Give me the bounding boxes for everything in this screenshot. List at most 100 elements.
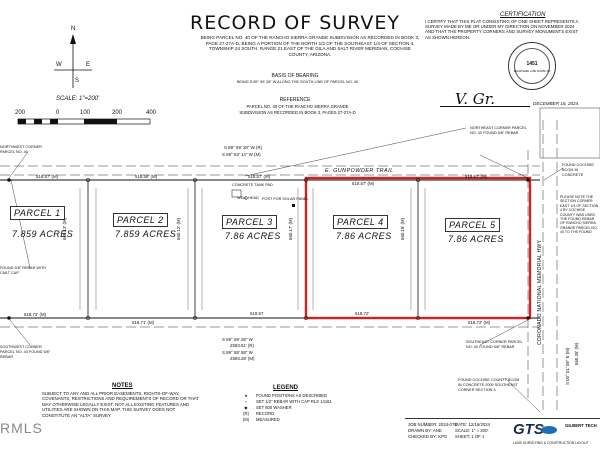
legend-list: ● FOUND POSITIONS AS DESCRIBED ○ SET 1/2… [240, 393, 380, 422]
certification-title: CERTIFICATION [500, 12, 546, 18]
checked-by: CHECKED BY: KPG [408, 434, 448, 439]
scale-label: SCALE: 1"=200' [56, 96, 100, 102]
sheet: SHEET: 1 OF 1 [455, 434, 485, 439]
vertical-dim-4: 660.18' (M) [400, 217, 405, 240]
reference-title: REFERENCE [279, 97, 311, 103]
reference-line-1: Parcel No. 40 of the Rancho Sierra Grand… [246, 104, 349, 109]
scale-tick-1: 0 [56, 110, 60, 116]
seal-number: 1451 [526, 61, 538, 67]
certification-date: DECEMBER 16, 2024 [533, 101, 579, 106]
south-letter: S [75, 78, 80, 84]
bottom-bearing: S 89° 59' 28" W [222, 337, 253, 342]
callout-northeast-corner: NORTHEAST CORNER PARCEL NO. 40 FOUND 5/8… [470, 126, 527, 135]
date: DATE: 12/16/2024 [455, 422, 491, 427]
callout-found-cochise: FOUND COCHISE COUNTY BCGM IN CONCRETE 20… [458, 378, 520, 392]
survey-title: RECORD OF SURVEY [190, 12, 400, 34]
vertical-dim-3: 660.17' (M) [288, 217, 293, 240]
legend-symbol-record: (R) [243, 411, 249, 416]
company-tagline: LAND SURVEYING & CONSTRUCTION LAYOUT [513, 441, 589, 445]
notes-title: NOTES [112, 383, 133, 389]
callout-solar-post: POST FOR SOLAR PANEL [262, 197, 309, 201]
legend-item: ○ SET 1/2" REBAR WITH CAP RLS 14161 [240, 399, 380, 404]
legend-symbol-set-rebar: ○ [244, 399, 248, 404]
parcel-5-name: PARCEL 5 [445, 218, 500, 232]
legend-text: SET 1/2" REBAR WITH CAP RLS 14161 [256, 399, 332, 404]
scale: SCALE: 1" = 200' [455, 428, 489, 433]
top-segment-2: 518.56' (M) [135, 174, 158, 179]
surveyor-seal: 1451 REGISTERED LAND SURVEYOR [508, 42, 556, 90]
road-bearing-top: S 89° 59' 28" W (R) [224, 145, 263, 150]
bottom-total-2: 2593.28' (M) [230, 356, 255, 361]
legend-item: (M) MEASURED [240, 417, 380, 422]
legend-symbol-measured: (M) [242, 417, 250, 422]
parcel-1-name: PARCEL 1 [10, 206, 65, 220]
survey-subtitle: Being Parcel No. 40 of the Rancho Sierra… [200, 35, 420, 57]
highway-dim: 660.35' (M) [574, 342, 579, 365]
bottom-segment-1: 518.72' (M) [24, 312, 47, 317]
legend-text: RECORD [256, 411, 275, 416]
basis-text: Being S 89° 59' 28" W along the South li… [236, 80, 359, 84]
top-segment-5: 518.57' (M) [465, 174, 488, 179]
bottom-total: 2593.61' (R) [230, 343, 255, 348]
north-arrow: N W E S [48, 26, 98, 92]
reference-line-2: Subdivision as recorded in Book 3, Pages… [239, 110, 356, 115]
vertical-dim-2: 660.12' (M) [176, 217, 181, 240]
callout-southwest-corner: SOUTHWEST CORNER PARCEL NO. 40 FOUND 5/8… [0, 345, 51, 359]
callout-found-rebar-west: FOUND 5/8" REBAR WITH CMLT CAP [0, 266, 47, 275]
legend-symbol-washer: ◆ [244, 405, 248, 410]
callout-northwest-corner: NORTHWEST CORNER PARCEL NO. 40 [0, 145, 42, 154]
highway-bearing: S 00° 01' 08" E (M) [565, 347, 570, 385]
company-logo: GTS [513, 421, 561, 441]
highway-label: CORONADO NATIONAL MEMORIAL HWY [537, 239, 543, 345]
parcel-2-name: PARCEL 2 [113, 213, 168, 227]
callout-southeast-corner: SOUTHEAST CORNER PARCEL NO. 40 FOUND 5/8… [466, 340, 523, 349]
parcel-4-name: PARCEL 4 [333, 215, 388, 229]
title-block: JOB NUMBER: 2024-078 DATE: 12/16/2024 DR… [405, 418, 600, 451]
legend-item: ● FOUND POSITIONS AS DESCRIBED [240, 393, 380, 398]
certification-text: I certify that this plat consisting of o… [425, 19, 579, 40]
north-letter: N [71, 26, 76, 32]
north-arrow-icon [54, 34, 92, 88]
callout-right-note: PLEASE NOTE THE SECTION CORNER EAST 1/4 … [560, 195, 599, 235]
top-segment-4: 518.57' (M) [352, 181, 375, 186]
road-name: E. GUNPOWDER TRAIL [325, 168, 394, 174]
signature: V. Gr. [455, 90, 496, 108]
top-segment-1: 518.57' (M) [36, 174, 59, 179]
signature-line [440, 106, 530, 107]
legend-title: LEGEND [273, 385, 299, 391]
scale-tick-0: 200 [15, 110, 26, 116]
bottom-segment-2: 518.71' (M) [132, 320, 155, 325]
parcel-5-acres: 7.86 ACRES [448, 234, 504, 244]
legend-symbol-found: ● [244, 393, 248, 398]
west-letter: W [56, 62, 62, 68]
scale-bar: 200 0 100 200 400 [10, 107, 160, 135]
notes-text: Subject to any and all prior easements, … [42, 391, 199, 418]
legend-item: (R) RECORD [240, 411, 380, 416]
top-segment-3: 518.57' (M) [248, 174, 271, 179]
company-name: GILBERT TECH [565, 423, 597, 428]
drawn-by: DRAWN BY: ANE [408, 428, 442, 433]
parcel-1-acres: 7.859 ACRES [12, 229, 74, 239]
basis-title: BASIS OF BEARING [271, 73, 319, 79]
legend-text: FOUND POSITIONS AS DESCRIBED [256, 393, 327, 398]
scale-tick-3: 200 [112, 110, 123, 116]
bottom-segment-5: 518.72' (M) [468, 320, 491, 325]
scale-tick-2: 100 [80, 110, 91, 116]
seal-label: REGISTERED LAND SURVEYOR [513, 70, 551, 73]
parcel-2-acres: 7.859 ACRES [115, 229, 177, 239]
legend-item: ◆ SET 600 WASHER [240, 405, 380, 410]
job-number: JOB NUMBER: 2024-078 [408, 422, 457, 427]
east-letter: E [86, 62, 91, 68]
parcel-3-name: PARCEL 3 [222, 215, 277, 229]
callout-well-head: WELL HEAD [237, 196, 259, 200]
bottom-segment-4: 518.72' [355, 311, 370, 316]
logo-swoosh [541, 426, 557, 434]
watermark-logo: RMLS [0, 420, 43, 436]
parcel-3-acres: 7.86 ACRES [225, 231, 281, 241]
road-bearing-bottom: S 89° 53' 14" W (M) [222, 152, 261, 157]
bottom-bearing-2: S 89° 58' 58" W [222, 350, 253, 355]
bottom-segment-3: 518.57 [250, 311, 264, 316]
legend-text: MEASURED [256, 417, 280, 422]
callout-found-bcgm-ne: FOUND COCHISE BCGM IN CONCRETE [562, 163, 594, 177]
